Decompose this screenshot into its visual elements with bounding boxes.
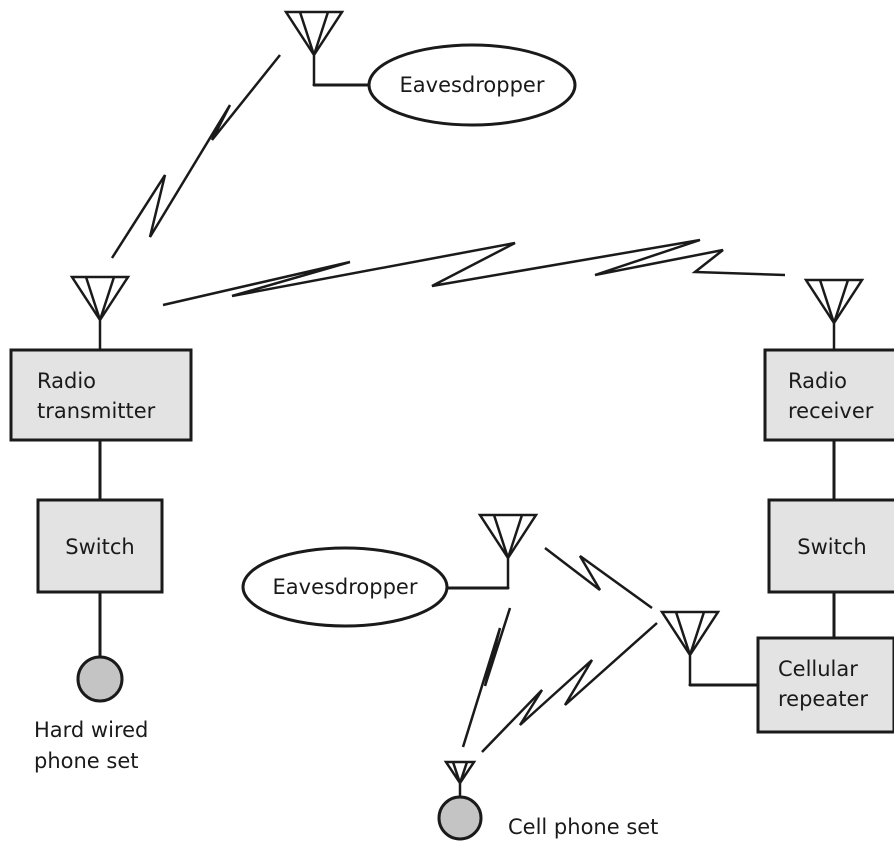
cell-phone-icon [437, 795, 483, 841]
cellular-repeater-box [756, 636, 894, 734]
radio-transmitter-box [9, 348, 193, 442]
hard-wired-phone-label-line1: Hard wired [34, 718, 148, 742]
cell-phone-antenna [443, 760, 477, 798]
top-eavesdropper-antenna [283, 10, 345, 85]
cellular-repeater-label-line1: Cellular [778, 657, 858, 681]
intercept-signal-phone [461, 607, 512, 748]
radio-receiver-label-line1: Radio [788, 369, 847, 393]
top-eavesdropper-node [367, 43, 577, 127]
intercept-signal-top [110, 54, 281, 259]
mid-eavesdropper-antenna [477, 513, 539, 588]
switch-left-label: Switch [65, 535, 134, 559]
radio-transmitter-label-line1: Radio [37, 369, 96, 393]
radio-receiver-box [763, 348, 894, 442]
cell-phone-label: Cell phone set [508, 815, 658, 839]
switch-right-box [767, 498, 894, 594]
switch-left-box [36, 498, 164, 594]
top-eavesdropper-label: Eavesdropper [400, 73, 545, 97]
cellular-repeater-label-line2: repeater [778, 687, 868, 711]
transmitter-antenna [69, 275, 131, 350]
mid-eavesdropper-label: Eavesdropper [273, 575, 418, 599]
repeater-antenna [659, 610, 721, 685]
intercept-signal-repeater [544, 547, 653, 610]
receiver-antenna [803, 278, 865, 350]
hard-wired-phone-label-line2: phone set [34, 749, 139, 773]
radio-transmitter-label-line2: transmitter [37, 399, 156, 423]
main-radio-signal [162, 238, 786, 307]
radio-receiver-label-line2: receiver [788, 399, 874, 423]
mid-eavesdropper-node [241, 546, 449, 628]
cell-signal [481, 622, 658, 753]
hard-wired-phone-icon [76, 655, 124, 703]
switch-right-label: Switch [797, 535, 866, 559]
